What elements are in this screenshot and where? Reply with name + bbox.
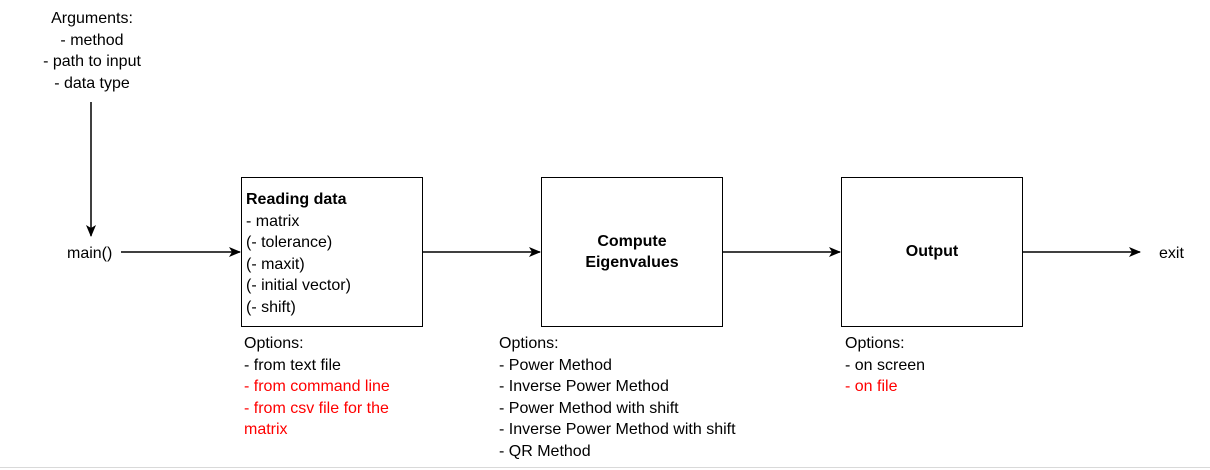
compute-eigenvalues-title: Compute Eigenvalues: [542, 178, 722, 326]
reading-data-item: (- shift): [246, 298, 296, 316]
compute-option: - Inverse Power Method with shift: [499, 421, 736, 438]
reading-data-title: Reading data: [246, 191, 347, 208]
compute-option: - QR Method: [499, 442, 591, 460]
output-options: Options: - on screen - on file: [845, 333, 925, 398]
reading-option: - from csv file for the: [244, 399, 389, 417]
reading-option: - from command line: [244, 378, 390, 395]
arguments-title: Arguments:: [51, 10, 133, 27]
output-options-title: Options:: [845, 335, 905, 352]
arguments-block: Arguments: - method - path to input - da…: [0, 8, 184, 94]
reading-options: Options: - from text file - from command…: [244, 333, 390, 441]
output-title-text: Output: [905, 243, 959, 261]
reading-data-item: (- initial vector): [246, 277, 351, 294]
reading-option: matrix: [244, 421, 288, 438]
compute-options: Options: - Power Method - Inverse Power …: [499, 333, 736, 462]
output-option: - on file: [845, 378, 898, 395]
argument-item: - path to input: [43, 53, 141, 70]
compute-options-title: Options:: [499, 335, 559, 352]
reading-data-item: (- tolerance): [246, 234, 333, 251]
reading-data-item: (- maxit): [246, 255, 305, 273]
main-label: main(): [67, 245, 113, 262]
compute-option: - Power Method with shift: [499, 399, 679, 417]
output-option: - on screen: [845, 356, 926, 374]
output-box: Output: [841, 177, 1023, 327]
output-title: Output: [842, 178, 1022, 326]
compute-option: - Inverse Power Method: [499, 378, 669, 395]
reading-data-box: Reading data - matrix (- tolerance) (- m…: [241, 177, 423, 327]
compute-title-line: Compute: [597, 232, 667, 250]
argument-item: - method: [60, 31, 124, 49]
reading-options-title: Options:: [244, 335, 304, 352]
reading-option: - from text file: [244, 356, 341, 374]
bottom-divider: [0, 467, 1210, 468]
compute-eigenvalues-box: Compute Eigenvalues: [541, 177, 723, 327]
compute-title-line: Eigenvalues: [585, 254, 679, 271]
argument-item: - data type: [54, 74, 130, 92]
compute-option: - Power Method: [499, 356, 612, 374]
reading-data-item: - matrix: [246, 212, 300, 230]
exit-label: exit: [1159, 245, 1184, 262]
